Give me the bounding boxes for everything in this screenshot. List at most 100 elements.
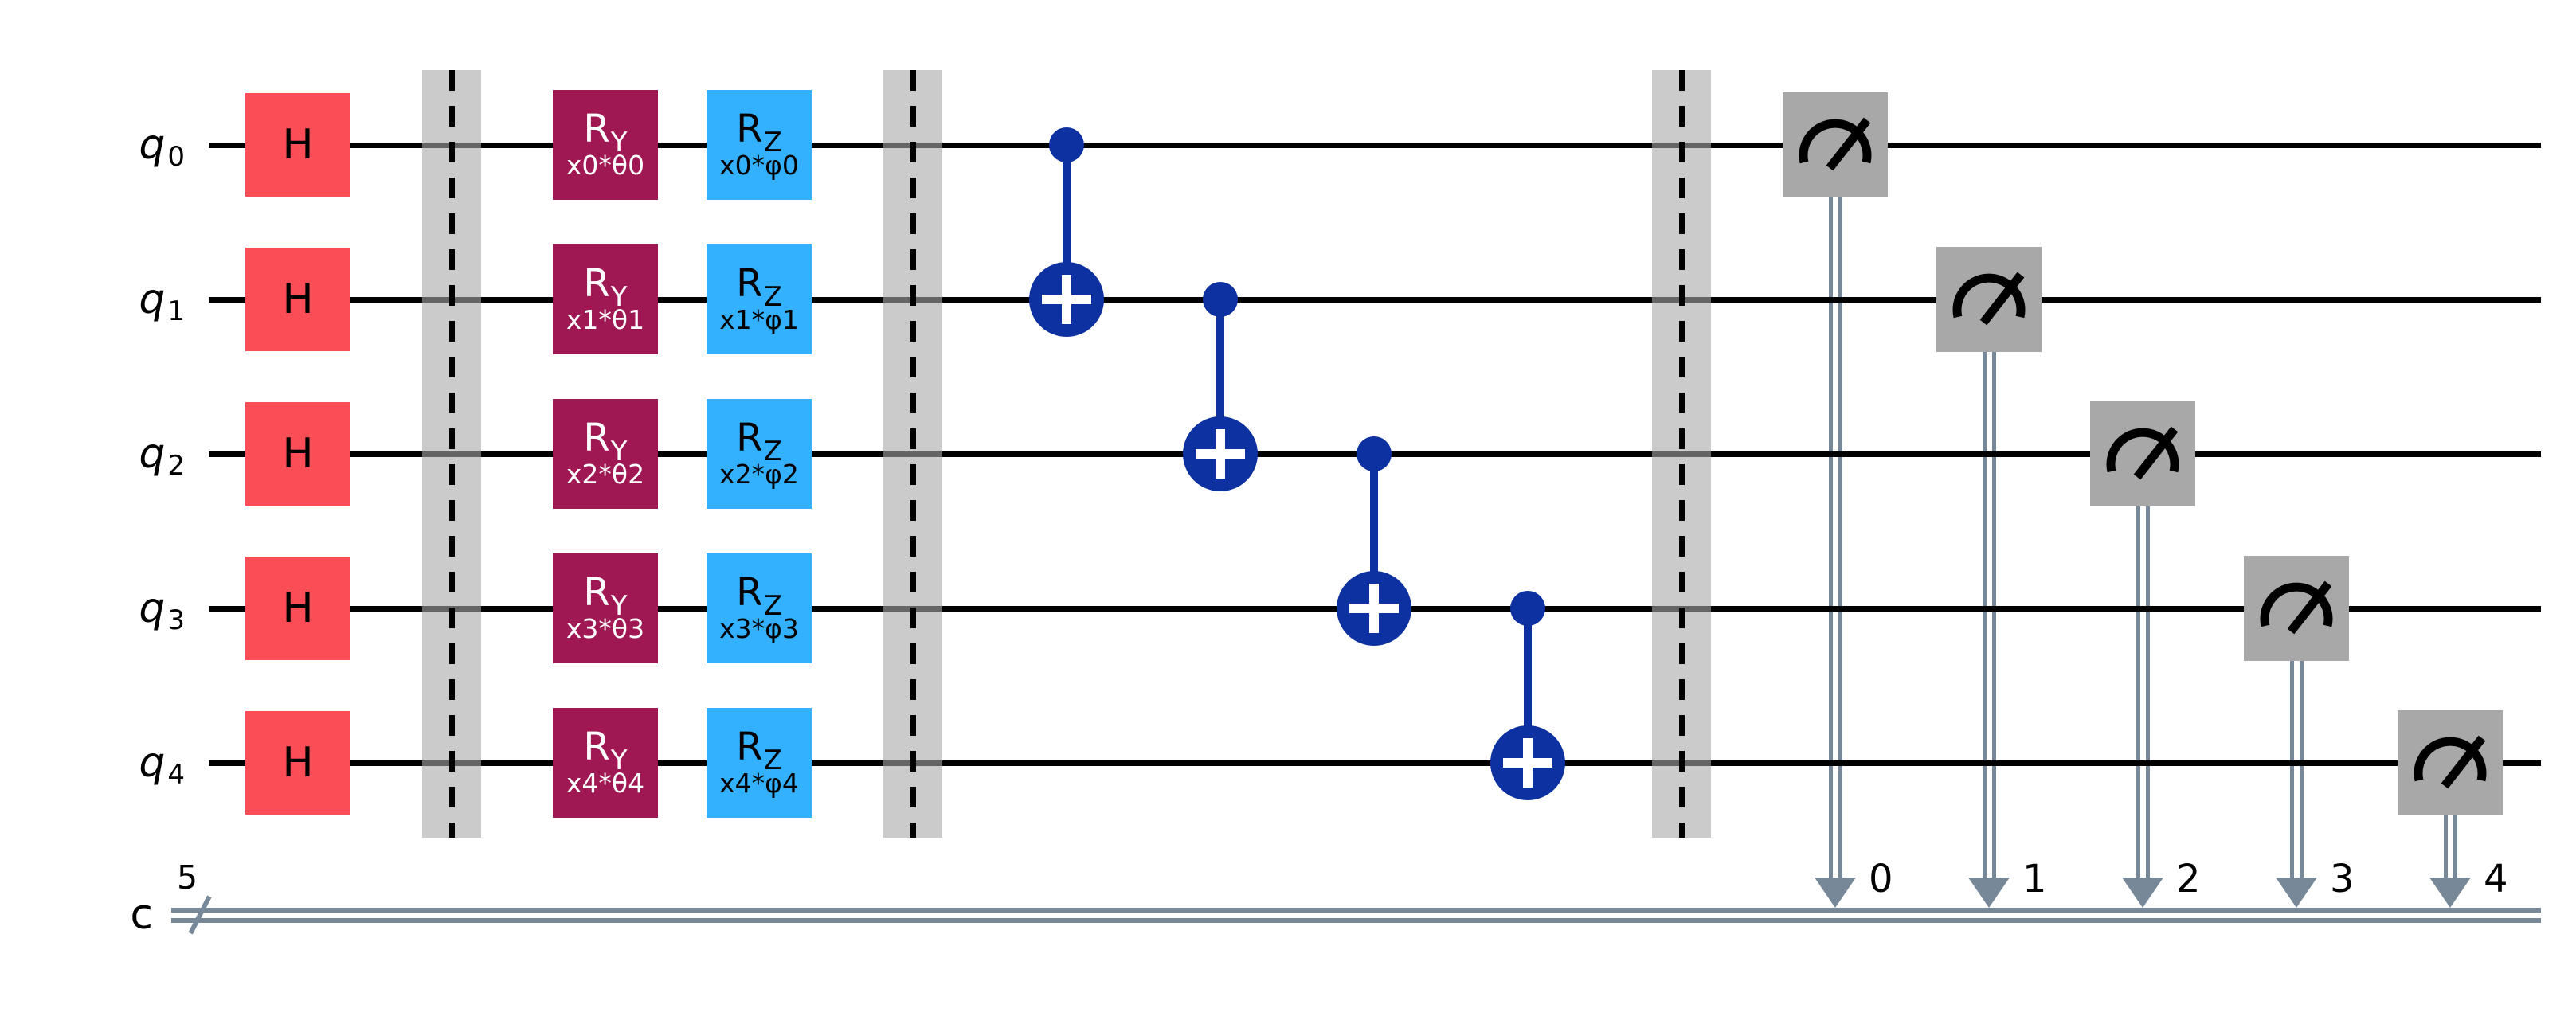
qubit-index: 3 <box>167 604 185 636</box>
classical-wire-upper <box>171 908 2541 913</box>
gate-param: x1*φ1 <box>719 303 799 335</box>
measure-box-q0 <box>1783 92 1888 197</box>
measure-icon <box>1799 117 1872 171</box>
measure-wire-q3 <box>2290 661 2304 879</box>
qubit-name: q <box>139 276 166 323</box>
classical-bit-label-1: 1 <box>2022 857 2047 901</box>
qubit-wire-q1 <box>209 297 2541 303</box>
measure-wire-q0 <box>1829 197 1842 879</box>
gate-label: RY <box>583 260 628 313</box>
qubit-index: 2 <box>167 450 185 482</box>
measure-box-q1 <box>1936 247 2042 352</box>
cnot-connector-0 <box>1063 145 1071 299</box>
measure-arrow-q3 <box>2276 878 2317 908</box>
rz-gate-q0: RZ x0*φ0 <box>707 90 812 200</box>
h-gate-q1: H <box>245 248 350 351</box>
gate-param: x0*φ0 <box>719 149 799 181</box>
gate-param: x1*θ1 <box>566 303 645 335</box>
classical-bit-label-3: 3 <box>2330 857 2355 901</box>
gate-param: x4*φ4 <box>719 767 799 799</box>
h-gate-q4: H <box>245 711 350 815</box>
gate-param: x2*θ2 <box>566 458 645 490</box>
measure-arrow-q1 <box>1968 878 2010 908</box>
classical-wire-lower <box>171 918 2541 923</box>
cnot-target-q3 <box>1337 571 1411 646</box>
measure-wire-q4 <box>2444 815 2457 879</box>
qubit-index: 4 <box>167 759 185 791</box>
classical-bit-label-0: 0 <box>1869 857 1893 901</box>
rz-gate-q3: RZ x3*φ3 <box>707 553 812 663</box>
measure-icon <box>2414 735 2487 789</box>
gate-label: RY <box>583 569 628 622</box>
cnot-target-q2 <box>1183 416 1258 491</box>
qubit-name: q <box>139 584 166 632</box>
rz-gate-q1: RZ x1*φ1 <box>707 244 812 354</box>
qubit-index: 1 <box>167 295 185 327</box>
gate-label: H <box>282 584 314 632</box>
measure-arrow-q2 <box>2122 878 2163 908</box>
measure-wire-q2 <box>2136 506 2150 879</box>
ry-gate-q3: RY x3*θ3 <box>553 553 658 663</box>
measure-arrow-q0 <box>1815 878 1856 908</box>
gate-param: x2*φ2 <box>719 458 799 490</box>
barrier-3-dash <box>1679 70 1685 838</box>
qubit-index: 0 <box>167 141 185 173</box>
cnot-connector-1 <box>1216 299 1224 454</box>
gate-label: H <box>282 430 314 478</box>
gate-label: H <box>282 121 314 169</box>
gate-label: RZ <box>736 569 782 622</box>
gate-label: RY <box>583 106 628 158</box>
h-gate-q3: H <box>245 557 350 660</box>
gate-param: x3*φ3 <box>719 612 799 644</box>
h-gate-q0: H <box>245 93 350 197</box>
gate-param: x3*θ3 <box>566 612 645 644</box>
barrier-1-dash <box>449 70 455 838</box>
cnot-control-q0 <box>1049 127 1084 162</box>
classical-width-slash <box>188 895 212 935</box>
measure-wire-q1 <box>1983 352 1996 879</box>
cnot-target-q1 <box>1029 262 1104 337</box>
classical-bit-label-2: 2 <box>2176 857 2201 901</box>
h-gate-q2: H <box>245 402 350 506</box>
classical-register-label: c <box>130 891 153 939</box>
rz-gate-q2: RZ x2*φ2 <box>707 399 812 509</box>
gate-label: H <box>282 276 314 323</box>
gate-label: RY <box>583 415 628 467</box>
measure-arrow-q4 <box>2429 878 2471 908</box>
classical-width-label: 5 <box>177 858 198 897</box>
cnot-connector-3 <box>1524 608 1532 763</box>
qubit-name: q <box>139 739 166 787</box>
cnot-control-q1 <box>1203 282 1238 317</box>
qubit-name: q <box>139 430 166 478</box>
ry-gate-q4: RY x4*θ4 <box>553 708 658 818</box>
measure-icon <box>2106 426 2179 480</box>
measure-icon <box>1952 272 2026 326</box>
cnot-connector-2 <box>1370 454 1378 608</box>
measure-box-q3 <box>2244 556 2349 661</box>
barrier-2-dash <box>910 70 916 838</box>
ry-gate-q0: RY x0*θ0 <box>553 90 658 200</box>
cnot-target-q4 <box>1490 725 1565 800</box>
gate-param: x4*θ4 <box>566 767 645 799</box>
qubit-wire-q0 <box>209 143 2541 148</box>
ry-gate-q2: RY x2*θ2 <box>553 399 658 509</box>
gate-label: RY <box>583 724 628 776</box>
cnot-control-q2 <box>1357 436 1392 471</box>
measure-box-q2 <box>2090 401 2195 506</box>
ry-gate-q1: RY x1*θ1 <box>553 244 658 354</box>
measure-icon <box>2260 580 2333 635</box>
gate-label: RZ <box>736 724 782 776</box>
gate-label: RZ <box>736 415 782 467</box>
qubit-name: q <box>139 121 166 169</box>
measure-box-q4 <box>2398 710 2503 815</box>
gate-label: RZ <box>736 260 782 313</box>
classical-bit-label-4: 4 <box>2484 857 2508 901</box>
cnot-control-q3 <box>1510 591 1545 626</box>
rz-gate-q4: RZ x4*φ4 <box>707 708 812 818</box>
